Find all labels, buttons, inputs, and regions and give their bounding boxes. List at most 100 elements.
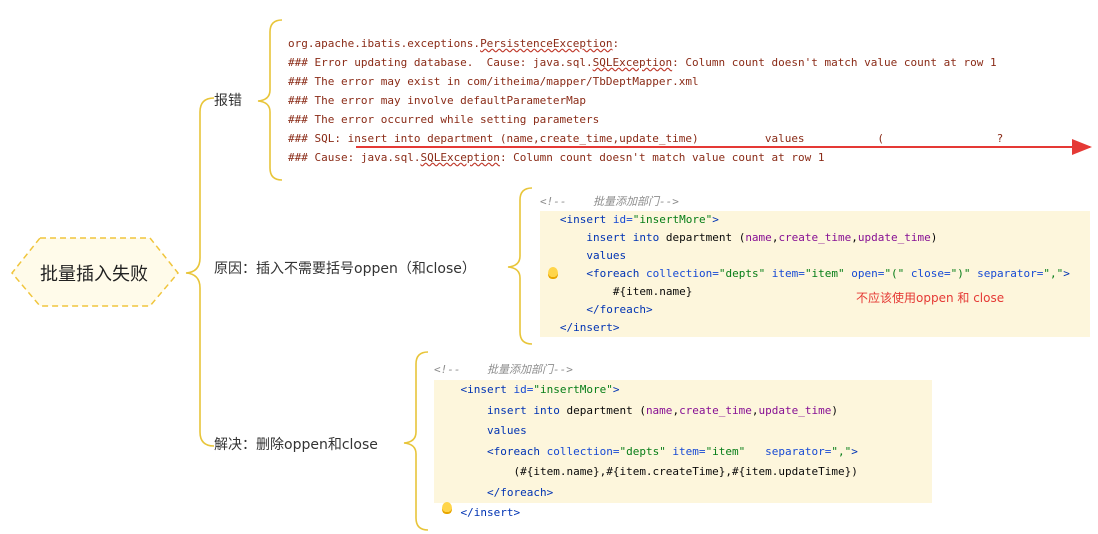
code-comment: <!-- 批量添加部门--> (434, 363, 573, 376)
branch-solution[interactable]: 解决：删除oppen和close (214, 434, 378, 454)
code-line: <foreach collection="depts" item="item" … (540, 265, 1090, 283)
code-token: <insert (460, 383, 507, 396)
code-line: insert into department (name,create_time… (434, 400, 932, 421)
code-token: update_time (758, 403, 832, 417)
code-token: values (586, 249, 627, 262)
code-token: create_time (679, 403, 752, 417)
code-line: <!-- 批量添加部门--> (540, 193, 1090, 211)
code-token: open= (844, 267, 885, 280)
code-token: ) (930, 231, 938, 244)
reason-bracket (507, 187, 533, 345)
code-line: #{item.name} (540, 283, 1090, 301)
code-token: name (645, 403, 673, 417)
code-token: <foreach (586, 267, 640, 280)
code-token: "insertMore" (632, 213, 713, 226)
root-node[interactable]: 批量插入失败 (14, 248, 174, 298)
log-text: SQLException (592, 56, 673, 69)
code-line: </foreach> (434, 482, 932, 503)
code-token: separator= (745, 444, 832, 458)
code-token: #{item.name} (612, 285, 693, 298)
code-token: collection= (639, 267, 719, 280)
code-token: item= (665, 444, 706, 458)
solution-bracket (403, 351, 429, 531)
log-line: ### The error may involve defaultParamet… (288, 94, 587, 107)
log-text: ### Error updating database. Cause: java… (288, 56, 593, 69)
code-token: values (486, 424, 527, 437)
branch-error[interactable]: 报错 (214, 90, 242, 110)
code-comment: <!-- 批量添加部门--> (540, 195, 679, 208)
code-token: <insert (559, 213, 607, 226)
log-text: org.apache.ibatis.exceptions. (288, 37, 481, 50)
log-text: ### Cause: java.sql. (288, 151, 421, 164)
code-line: </foreach> (540, 301, 1090, 319)
code-token: ")" (950, 267, 971, 280)
code-token: <foreach (486, 444, 540, 458)
log-line: ### The error occurred while setting par… (288, 113, 600, 126)
code-token: > (1063, 267, 1070, 280)
branch-reason[interactable]: 原因：插入不需要括号oppen（和close） (214, 258, 476, 278)
log-text: : Column count doesn't match value count… (499, 151, 825, 164)
log-line: ### Cause: java.sql.SQLException: Column… (288, 148, 1088, 167)
error-bracket (257, 19, 283, 181)
code-token: ) (831, 403, 839, 417)
code-line: insert into department (name,create_time… (540, 229, 1090, 247)
branch-solution-label: 解决：删除oppen和close (214, 437, 378, 453)
code-block-fixed: <!-- 批量添加部门--> <insert id="insertMore"> … (434, 360, 932, 524)
code-block-wrong: <!-- 批量添加部门--> <insert id="insertMore"> … (540, 193, 1090, 337)
lightbulb-icon[interactable] (442, 502, 452, 514)
code-line: </insert> (540, 319, 1090, 337)
code-token: </foreach> (486, 485, 554, 499)
code-token: create_time (778, 231, 852, 244)
code-token: "depts" (619, 444, 666, 458)
code-token: > (612, 383, 620, 396)
code-token: , (672, 403, 680, 417)
code-token: insert into (586, 231, 660, 244)
code-token: (#{item.name},#{item.createTime},#{item.… (513, 465, 858, 478)
log-line: ### The error may exist in com/itheima/m… (288, 75, 699, 88)
code-line: </insert> (434, 503, 932, 524)
log-line: ### Error updating database. Cause: java… (288, 53, 1088, 72)
code-token: "depts" (718, 267, 766, 280)
code-token: collection= (539, 444, 620, 458)
code-token: , (851, 231, 858, 244)
code-line: values (540, 247, 1090, 265)
main-bracket (185, 97, 215, 447)
code-token: "item" (705, 444, 746, 458)
code-line: values (434, 421, 932, 442)
code-token: department ( (659, 231, 746, 244)
code-token: "insertMore" (533, 383, 613, 396)
code-line: (#{item.name},#{item.createTime},#{item.… (434, 462, 932, 483)
code-token: insert into (486, 403, 560, 417)
root-node-label: 批量插入失败 (40, 264, 148, 285)
code-line: <foreach collection="depts" item="item" … (434, 441, 932, 462)
code-line: <insert id="insertMore"> (434, 380, 932, 401)
lightbulb-icon[interactable] (548, 267, 558, 279)
code-token: </foreach> (586, 303, 653, 316)
error-log: org.apache.ibatis.exceptions.Persistence… (288, 34, 1088, 167)
code-token: "," (1043, 267, 1064, 280)
code-token: update_time (857, 231, 931, 244)
code-line: <insert id="insertMore"> (540, 211, 1090, 229)
code-token: id= (606, 213, 633, 226)
code-token: name (745, 231, 772, 244)
code-token: close= (904, 267, 951, 280)
code-token: department ( (559, 403, 646, 417)
code-token: </insert> (559, 321, 620, 334)
log-text: SQLException (420, 151, 500, 164)
code-token: "item" (804, 267, 845, 280)
branch-error-label: 报错 (214, 93, 242, 109)
code-token: item= (765, 267, 805, 280)
code-token: > (851, 444, 858, 458)
code-token: </insert> (460, 506, 521, 519)
log-text: : (612, 37, 620, 50)
log-text: : Column count doesn't match value count… (672, 56, 997, 69)
log-line: ### SQL: insert into department (name,cr… (288, 132, 1004, 145)
code-line: <!-- 批量添加部门--> (434, 360, 932, 380)
code-token: "(" (884, 267, 905, 280)
log-text: PersistenceException (480, 37, 613, 50)
code-token: id= (506, 383, 534, 396)
code-token: "," (831, 444, 852, 458)
code-token: , (771, 231, 779, 244)
code-token: , (751, 403, 759, 417)
log-line: org.apache.ibatis.exceptions.Persistence… (288, 34, 1088, 53)
